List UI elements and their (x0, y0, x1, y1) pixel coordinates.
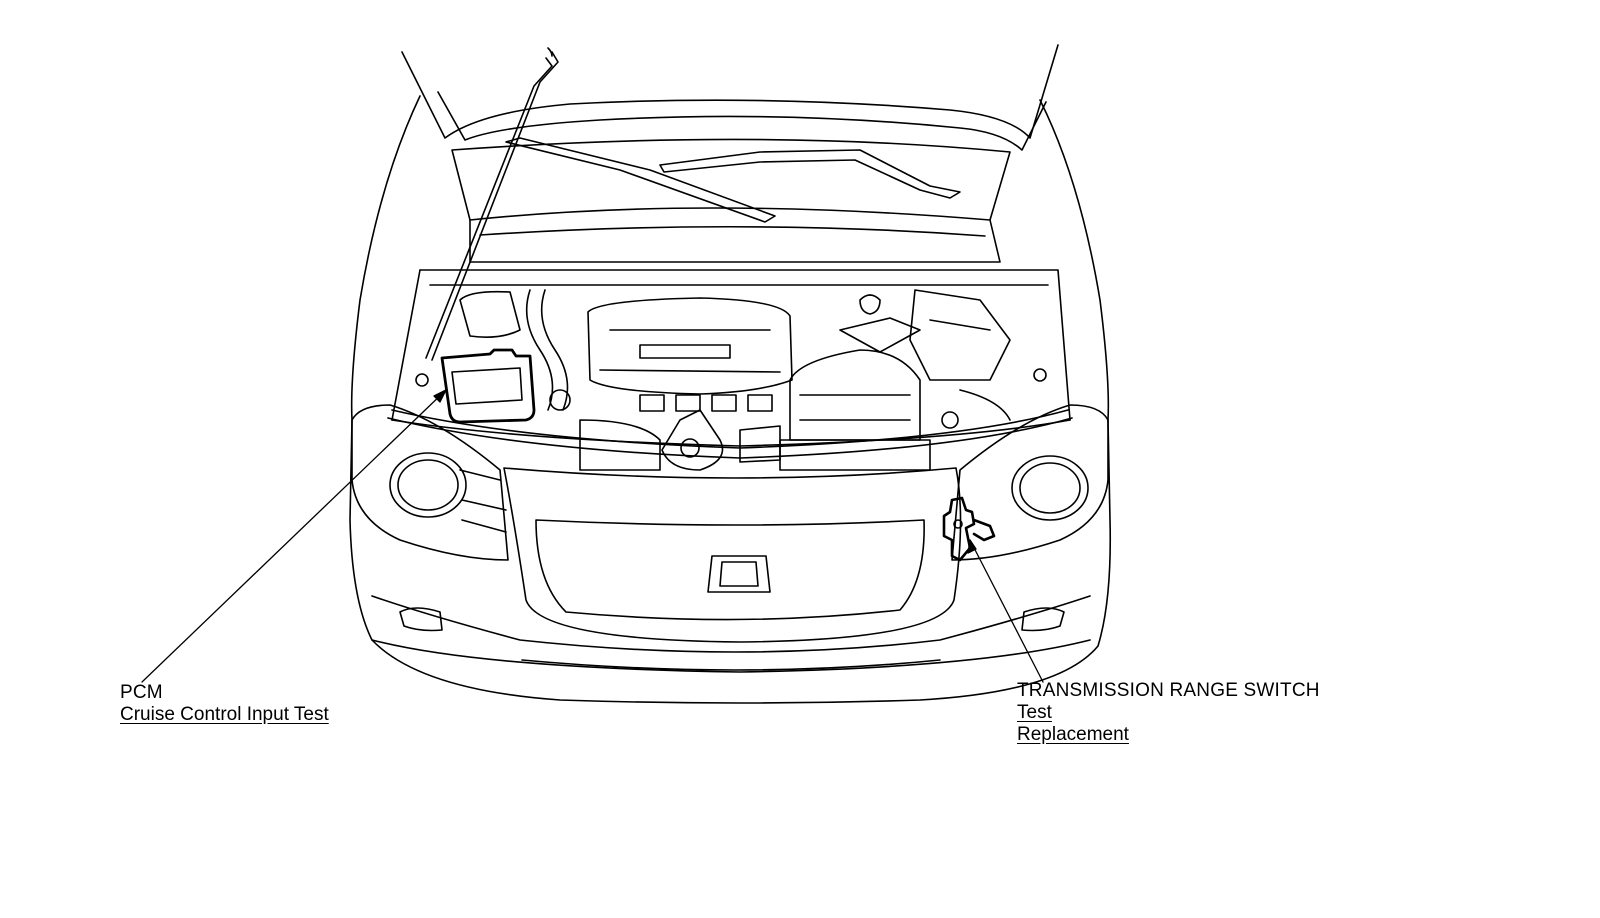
radiator-support (387, 409, 1073, 459)
hood-support-rod (425, 47, 559, 361)
left-headlight (351, 404, 509, 561)
open-hood (401, 44, 1059, 263)
trs-leader-arrowhead (967, 539, 977, 554)
right-headlight (951, 404, 1109, 561)
transmission-range-switch[interactable] (942, 496, 996, 562)
pcm-label: PCM (120, 682, 163, 703)
front-grille (503, 467, 962, 643)
leader-lines (141, 389, 1044, 683)
trs-leader-line (969, 539, 1044, 683)
pcm-leader-arrowhead (433, 389, 447, 403)
pcm-module[interactable] (440, 348, 536, 424)
vehicle-body-outline (349, 95, 1112, 704)
pcm-callout: PCM Cruise Control Input Test (120, 682, 329, 726)
pcm-leader-line (141, 389, 447, 683)
cruise-control-input-test-link[interactable]: Cruise Control Input Test (120, 704, 329, 725)
replacement-link[interactable]: Replacement (1017, 724, 1129, 745)
engine-components (415, 289, 1047, 471)
transmission-range-switch-callout: TRANSMISSION RANGE SWITCH Test Replaceme… (1017, 680, 1320, 746)
windshield-wipers (505, 137, 961, 223)
front-bumper (371, 595, 1091, 671)
transmission-range-switch-label: TRANSMISSION RANGE SWITCH (1017, 680, 1320, 701)
test-link[interactable]: Test (1017, 702, 1052, 723)
